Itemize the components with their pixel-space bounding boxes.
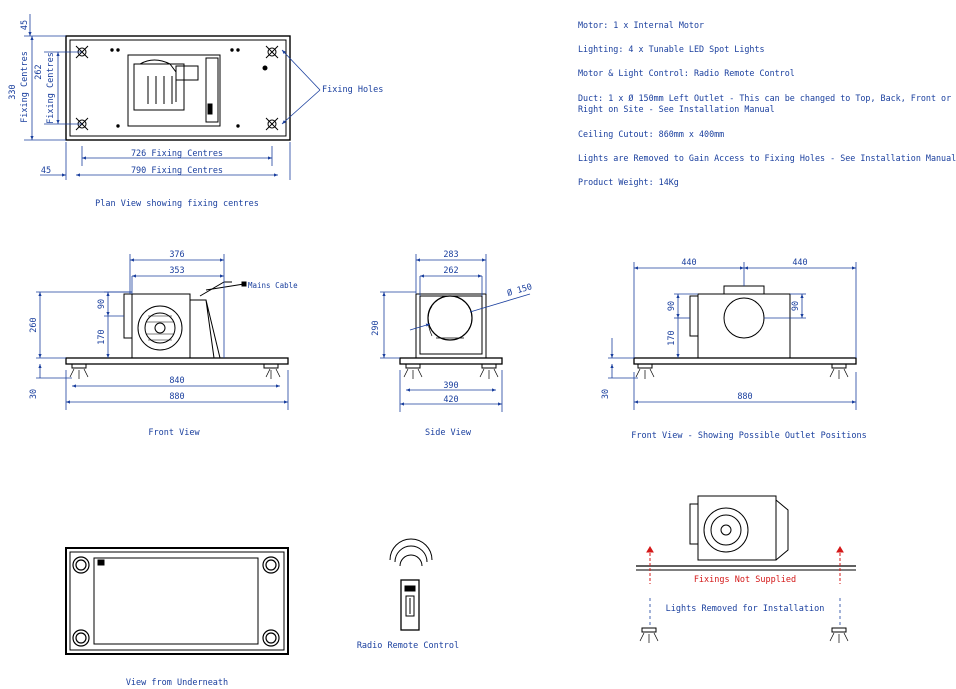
outlet-dim-170: 170 [667, 330, 677, 345]
outlet-dimensions [608, 262, 857, 410]
spec-duct-line-1: Duct: 1 x Ø 150mm Left Outlet - This can… [578, 93, 952, 103]
fixings-not-supplied-label: Fixings Not Supplied [694, 575, 796, 585]
front-dim-90: 90 [97, 299, 107, 309]
plan-view [65, 35, 291, 141]
outlet-dim-440-left: 440 [681, 258, 696, 268]
side-dim-390: 390 [443, 381, 458, 391]
plan-dimensions [24, 14, 321, 180]
plan-label-fixing-centres-inner: Fixing Centres [46, 52, 56, 124]
remote-control-icon [389, 538, 433, 631]
side-view [399, 293, 503, 379]
outlet-dim-880: 880 [737, 392, 752, 402]
installation-view [636, 495, 856, 643]
front-dim-880: 880 [169, 392, 184, 402]
front-dim-353: 353 [169, 266, 184, 276]
fixing-hole-icon [75, 45, 279, 131]
side-dimensions [380, 254, 531, 412]
front-dim-840: 840 [169, 376, 184, 386]
spec-duct-line-2: Right on Site - See Installation Manual [578, 104, 775, 114]
outlet-dim-90-right: 90 [791, 301, 801, 311]
front-dimensions [36, 254, 289, 410]
plan-dim-330: 330 [8, 84, 18, 99]
side-dim-420: 420 [443, 395, 458, 405]
plan-caption: Plan View showing fixing centres [95, 199, 259, 209]
front-dim-170: 170 [97, 329, 107, 344]
front-label-mains-cable: Mains Cable [248, 281, 298, 290]
outlet-dim-440-right: 440 [792, 258, 807, 268]
spec-cutout: Ceiling Cutout: 860mm x 400mm [578, 129, 725, 139]
plan-dim-45-top: 45 [20, 20, 30, 30]
spec-lights-removed: Lights are Removed to Gain Access to Fix… [578, 153, 956, 163]
outlet-dim-30: 30 [601, 389, 611, 399]
plan-label-fixing-centres-outer: Fixing Centres [20, 51, 30, 123]
front-dim-376: 376 [169, 250, 184, 260]
underneath-view [65, 547, 289, 655]
fixings-arrows [646, 546, 844, 584]
spec-control: Motor & Light Control: Radio Remote Cont… [578, 68, 795, 78]
outlet-caption: Front View - Showing Possible Outlet Pos… [631, 431, 866, 441]
plan-dim-45-left: 45 [41, 166, 51, 176]
plan-dim-726: 726 Fixing Centres [131, 149, 223, 159]
plan-label-fixing-holes: Fixing Holes [322, 85, 383, 95]
side-dim-150: Ø 150 [506, 281, 534, 299]
side-dim-290: 290 [371, 320, 381, 335]
outlet-dim-90-left: 90 [667, 301, 677, 311]
underneath-caption: View from Underneath [126, 678, 228, 688]
lights-removed-lines [649, 598, 841, 626]
side-dim-283: 283 [443, 250, 458, 260]
plan-dim-262: 262 [34, 64, 44, 79]
front-dim-30: 30 [29, 389, 39, 399]
spec-lighting: Lighting: 4 x Tunable LED Spot Lights [578, 44, 765, 54]
plan-dim-790: 790 Fixing Centres [131, 166, 223, 176]
remote-caption: Radio Remote Control [357, 641, 459, 651]
side-caption: Side View [425, 428, 472, 438]
side-dim-262: 262 [443, 266, 458, 276]
front-caption: Front View [148, 428, 200, 438]
lights-removed-label: Lights Removed for Installation [666, 604, 825, 614]
spec-motor: Motor: 1 x Internal Motor [578, 20, 705, 30]
motor-icon [127, 54, 221, 127]
spec-weight: Product Weight: 14Kg [578, 177, 679, 187]
front-dim-260: 260 [29, 317, 39, 332]
front-view [65, 281, 289, 379]
spot-light-icon [72, 556, 280, 647]
